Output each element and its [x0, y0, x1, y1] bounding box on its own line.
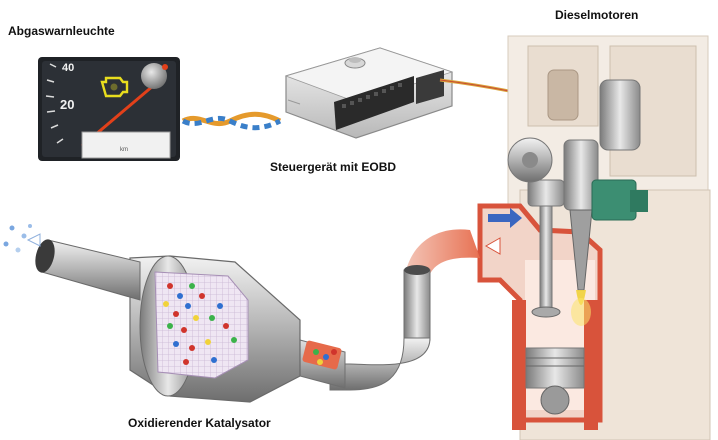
dashboard-gauge: 40 20 km: [38, 57, 180, 161]
signal-cable: [181, 111, 282, 131]
gauge-scale-20: 20: [60, 97, 74, 112]
label-warning-lamp: Abgaswarnleuchte: [8, 24, 115, 38]
diesel-engine: [477, 35, 711, 440]
label-ecu: Steuergerät mit EOBD: [270, 160, 397, 174]
catalyst-particles: [163, 283, 237, 365]
gauge-knob: [141, 63, 167, 89]
exhaust-gas: [3, 224, 41, 253]
catalyst-can: [129, 255, 301, 403]
gauge-unit: km: [120, 147, 128, 153]
gauge-scale-40: 40: [62, 62, 74, 74]
engine-check-icon: [100, 76, 129, 98]
exhaust-system: [3, 224, 480, 403]
intake-arrow-icon: [488, 208, 522, 228]
label-diesel-engine: Dieselmotoren: [555, 8, 639, 22]
ecu-unit: [284, 47, 454, 139]
label-catalyst: Oxidierender Katalysator: [128, 416, 271, 430]
injector: [563, 139, 648, 326]
